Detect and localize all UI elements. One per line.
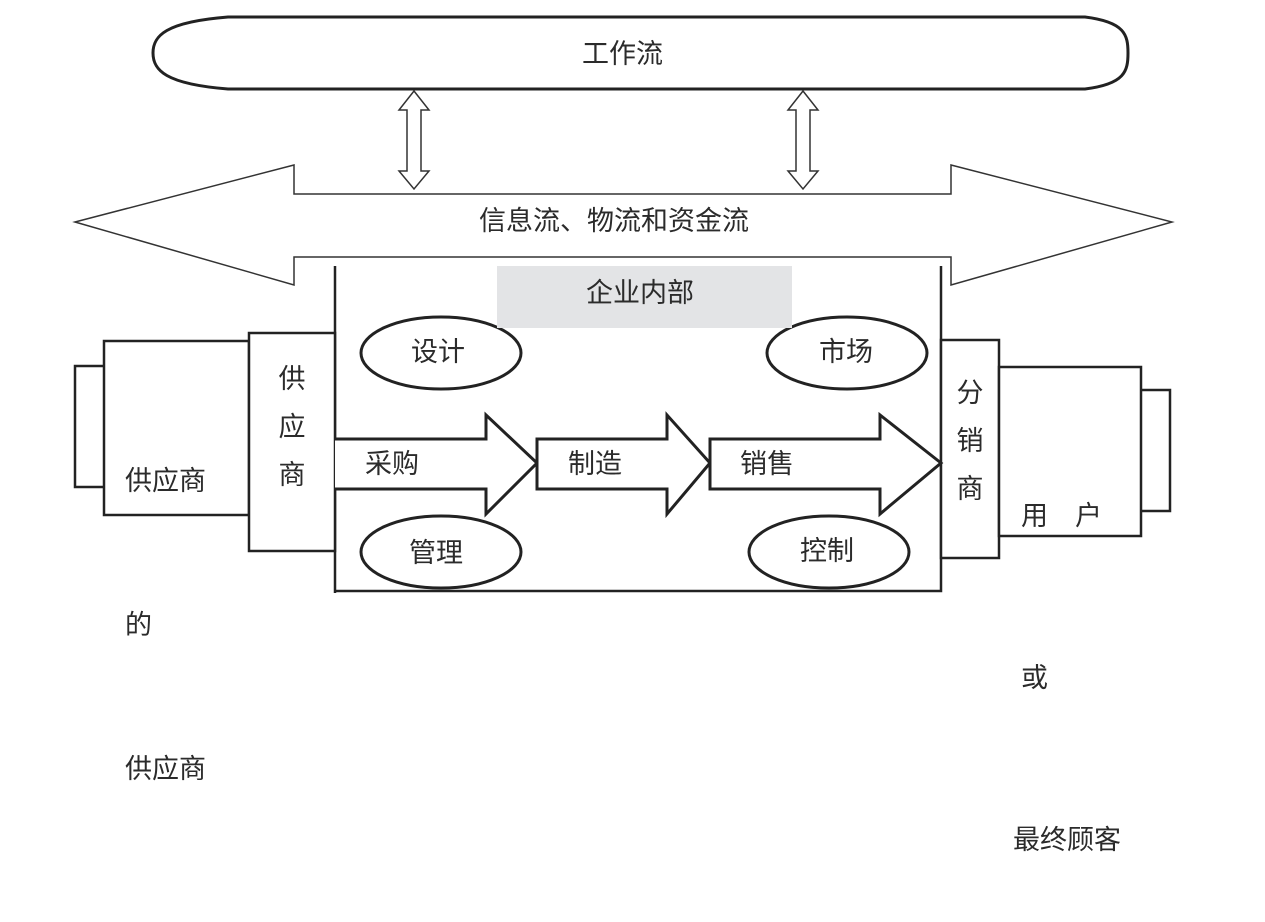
customer-line-3: 最终顾客 [1013, 825, 1121, 856]
design-label: 设计 [411, 337, 465, 368]
suppliers-supplier-label: 供应商 的 供应商 [125, 362, 206, 842]
customer-bracket [1141, 388, 1172, 513]
management-ellipse [359, 514, 523, 590]
customer-line-2: 或 [1021, 663, 1048, 694]
control-label: 控制 [800, 536, 854, 567]
enterprise-title: 企业内部 [586, 278, 694, 309]
workflow-label: 工作流 [582, 39, 663, 70]
management-label: 管理 [409, 538, 463, 569]
manufacturing-arrow [535, 411, 712, 519]
supplier-char-1: 供 [278, 364, 306, 395]
suppliers-supplier-box [102, 339, 251, 517]
distributor-char-1: 分 [956, 378, 984, 409]
sales-label: 销售 [740, 449, 794, 480]
enterprise-title-box [497, 266, 792, 328]
workflow-pill [151, 15, 1130, 91]
supplier-label: 供 应 商 [272, 356, 312, 500]
sales-arrow [708, 411, 944, 518]
market-label: 市场 [819, 337, 873, 368]
design-ellipse [359, 315, 523, 391]
control-ellipse [747, 514, 911, 590]
suppliers-supplier-line-2: 的 [125, 610, 152, 641]
flows-double-arrow [72, 164, 1175, 286]
suppliers-supplier-line-3: 供应商 [125, 754, 206, 785]
customer-box [997, 365, 1143, 538]
supplier-box [247, 331, 337, 553]
suppliers-supplier-line-1: 供应商 [125, 466, 206, 497]
suppliers-supplier-bracket [73, 364, 104, 489]
distributor-label: 分 销 商 [950, 370, 990, 514]
supply-chain-diagram [72, 15, 1175, 593]
customer-line-1: 用 户 [1021, 501, 1102, 532]
double-arrow-right [786, 89, 820, 191]
market-ellipse [765, 315, 929, 391]
customer-label: 用 户 或 最终顾客 [1013, 382, 1121, 922]
distributor-char-3: 商 [956, 474, 984, 505]
supplier-char-3: 商 [278, 460, 306, 491]
supplier-char-2: 应 [278, 412, 306, 443]
double-arrow-left [397, 89, 431, 191]
distributor-char-2: 销 [956, 426, 984, 457]
manufacturing-label: 制造 [568, 449, 622, 480]
procurement-label: 采购 [365, 449, 419, 480]
flows-label: 信息流、物流和资金流 [479, 206, 749, 237]
